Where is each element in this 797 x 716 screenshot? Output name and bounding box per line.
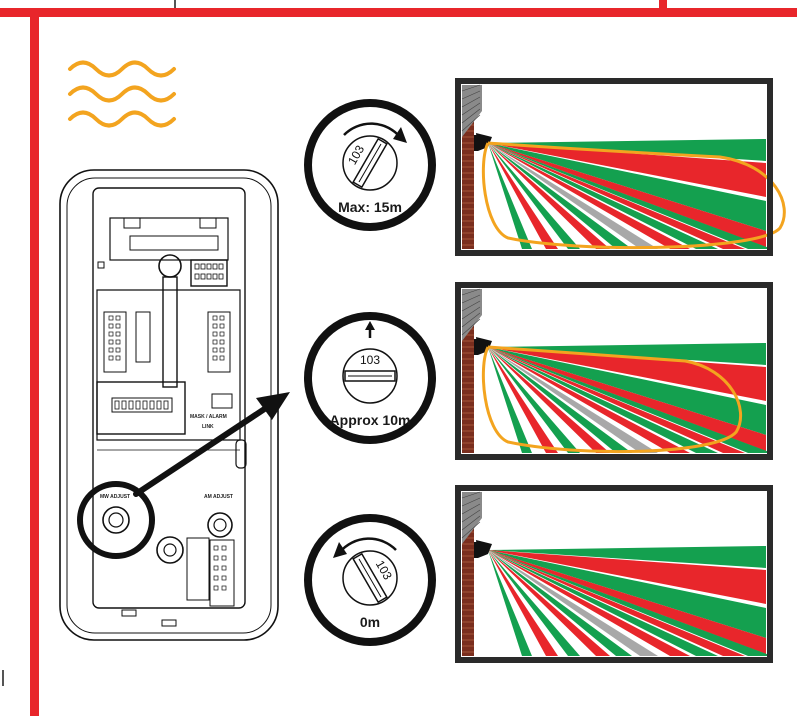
detection-beam — [488, 347, 690, 453]
rotation-arrow-icon — [343, 122, 401, 138]
mask-alarm-label: MASK / ALARM — [190, 414, 227, 420]
coverage-panel-3 — [455, 485, 773, 663]
detection-beam — [488, 347, 610, 453]
detection-beam — [488, 550, 580, 656]
detection-beam — [488, 550, 690, 656]
detection-range-outline — [481, 141, 786, 250]
wall-icon — [461, 84, 482, 249]
dial-digits: 103 — [360, 353, 380, 367]
detection-beam — [488, 143, 718, 249]
detection-beam — [488, 347, 745, 453]
dial-knob: 103 — [342, 550, 398, 606]
rotation-arrow-icon — [339, 537, 397, 553]
detection-beam — [488, 143, 745, 249]
detection-beam — [488, 343, 766, 365]
detection-beam — [488, 347, 766, 401]
detection-beam — [488, 347, 580, 453]
detection-beam — [488, 347, 772, 453]
coverage-panel-2 — [455, 282, 773, 460]
wall-icon — [461, 491, 482, 656]
wall-icon — [461, 288, 482, 453]
detection-beam — [488, 143, 772, 249]
dial-label: Max: 15m — [338, 199, 402, 215]
heat-waves-icon — [68, 60, 176, 128]
detection-beam — [488, 143, 558, 249]
detection-beam — [488, 347, 532, 453]
detection-beam — [488, 546, 766, 568]
dial-knob: 103 — [342, 135, 398, 191]
sensor-icon — [474, 540, 492, 558]
arrow-icon — [133, 392, 290, 497]
detection-beam — [488, 550, 766, 604]
mw-adjust-highlight — [77, 481, 155, 559]
detection-beam — [488, 550, 658, 656]
detection-beam — [488, 550, 718, 656]
detection-beam — [488, 550, 532, 656]
detection-beam — [488, 143, 610, 249]
link-label: LINK — [202, 424, 214, 430]
detection-beam — [488, 550, 558, 656]
detection-beam — [488, 550, 632, 656]
detection-beam — [488, 550, 745, 656]
detector-icon — [59, 169, 279, 641]
dial-label: 0m — [360, 614, 380, 630]
detection-beam — [488, 347, 558, 453]
detection-beam — [488, 347, 658, 453]
dial-knob: 103 — [342, 348, 398, 404]
detection-beam — [488, 143, 580, 249]
range-dial-3: 103 0m — [304, 514, 436, 646]
am-adjust-label: AM ADJUST — [204, 494, 233, 500]
detection-range-outline — [481, 345, 743, 454]
mw-adjust-label: MW ADJUST — [100, 494, 130, 500]
detection-beam — [488, 550, 610, 656]
detection-beam — [488, 347, 718, 453]
detection-beam — [488, 143, 766, 197]
dial-label: Approx 10m — [330, 412, 411, 428]
detection-beam — [488, 347, 632, 453]
detection-beam — [488, 143, 532, 249]
detection-beam — [488, 550, 772, 656]
detection-beam — [488, 143, 658, 249]
coverage-panel-1 — [455, 78, 786, 256]
detection-beam — [488, 143, 632, 249]
detection-beam — [488, 143, 690, 249]
